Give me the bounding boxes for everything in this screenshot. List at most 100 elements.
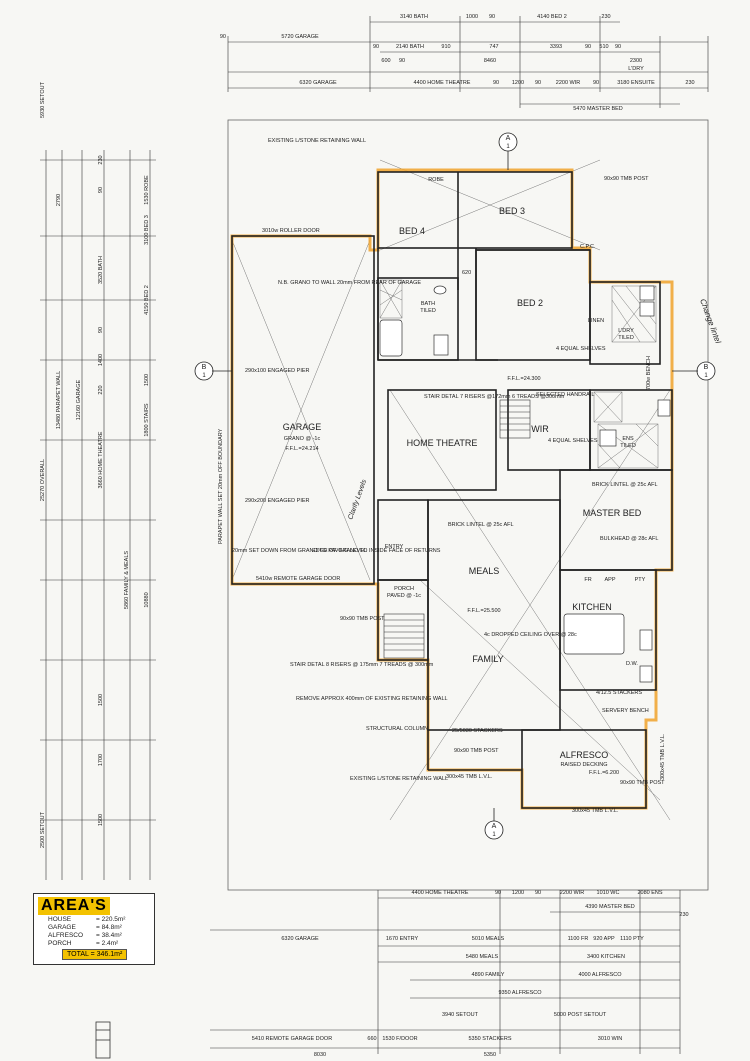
dim-bot-master: 4390 MASTER BED [585,904,635,910]
dim-left-2790: 2790 [56,194,62,206]
note-servery: SERVERY BENCH [602,708,649,714]
dim-bot-meals: 5010 MEALS [472,936,505,942]
ffl-upper: F.F.L.=24.300 [507,376,540,382]
note-stair1: STAIR DETAL 7 RISERS @172mm 6 TREADS @30… [424,394,565,400]
note-tmb-post3: 90x90 TMB POST [454,748,499,754]
dim-top-wir: 2200 WIR [556,80,580,86]
dim-top-r4-90: 90 [493,80,499,86]
dim-left-theatre: 3660 HOME THEATRE [98,431,104,488]
dim-top-ldry: L'DRY [628,66,644,72]
left-dims: 5930 SETOUT 25270 OVERALL 2500 SETOUT 27… [40,81,150,848]
note-setdown: 20mm SET DOWN FROM GRANO TO PAVING LEVEL [232,548,367,554]
room-ldry: L'DRY [618,328,634,334]
bottom-left-tick [95,1021,111,1059]
bottom-dimension-lines [210,890,681,1054]
dim-bot-230: 230 [679,912,688,918]
note-remote-door: 5410w REMOTE GARAGE DOOR [256,576,340,582]
dim-top-master: 5470 MASTER BED [573,106,623,112]
room-home-theatre: HOME THEATRE [407,438,478,448]
note-retaining-top: EXISTING L/STONE RETAINING WALL [268,138,366,144]
dim-left-bed3: 3100 BED 3 [144,215,150,245]
dim-bot-meals2: 5480 MEALS [466,954,499,960]
dim-left-setout-bottom: 2500 SETOUT [40,811,46,848]
dim-left-1400: 1400 [98,354,104,366]
dim-top-3393: 3393 [550,44,562,50]
note-column: STRUCTURAL COLUMN [366,726,428,732]
room-ens: ENS [622,436,634,442]
dim-bot-90: 90 [495,890,501,896]
area-row-value: = 38.4m² [96,932,122,939]
dim-bot-post-setout: 5000 POST SETOUT [554,1012,607,1018]
dim-bot-setout: 3940 SETOUT [442,1012,479,1018]
top-dims: 5720 GARAGE 90 3140 BATH 1000 90 4140 BE… [220,14,695,112]
section-num-b-right: 1 [704,373,708,379]
dim-bot-wir: 2200 WIR [560,890,584,896]
dim-left-1700: 1700 [98,754,104,766]
garage-ffl: F.F.L.=24.214 [285,446,318,452]
area-row-value: = 84.8m² [96,924,122,931]
bathtub [379,319,403,357]
note-roller-door: 3010w ROLLER DOOR [262,228,320,234]
property-boundary [227,119,709,891]
dim-top-r2-90c: 90 [615,44,621,50]
dim-left-bed2: 4150 BED 2 [144,285,150,315]
note-brick-lintel2: BRICK LINTEL @ 25c AFL [592,482,658,488]
dim-top-bath2: 2140 BATH [396,44,424,50]
room-porch: PORCH [394,586,414,592]
pantry-label: PTY [635,577,646,583]
garage-finish: GRANO @ -1c [284,436,321,442]
note-bath-620: 620 [462,270,471,276]
areas-title: AREA'S [38,897,110,915]
area-row: HOUSE = 220.5m² [48,916,148,923]
dim-left-1500c: 1500 [144,374,150,386]
porch-paved: PAVED @ -1c [387,593,421,599]
dim-top-r2-90: 90 [373,44,379,50]
dim-left-stairs: 1800 STAIRS [144,403,150,437]
dim-top-90b: 90 [489,14,495,20]
note-tmb-post1: 90x90 TMB POST [604,176,649,182]
dim-bot-garage: 6320 GARAGE [281,936,319,942]
dim-bot-entry: 1670 ENTRY [386,936,419,942]
section-label-a-bottom: A [492,823,497,830]
section-label-a-top: A [506,135,511,142]
dim-top-garage2: 6320 GARAGE [299,80,337,86]
ens-vanity [657,399,671,417]
area-row: PORCH = 2.4m² [48,940,148,947]
section-num-b-left: 1 [202,373,206,379]
dim-left-1500: 1500 [98,694,104,706]
dim-top-2300: 2300 [630,58,642,64]
dim-bot-fdoor: 1530 F/DOOR [382,1036,417,1042]
dim-top-r2-90b: 90 [585,44,591,50]
room-master-bed: MASTER BED [583,508,642,518]
section-num-a-top: 1 [506,144,510,150]
tiled-areas [379,279,659,469]
note-bench: 700w BENCH [646,356,652,390]
dim-top-r3-90: 90 [399,58,405,64]
note-stackers1: 25/5030 STACKERS [452,728,503,734]
note-pier2: 290x200 ENGAGED PIER [245,498,310,504]
area-row: GARAGE = 84.8m² [48,924,148,931]
area-row-label: PORCH [48,940,72,947]
room-kitchen: KITCHEN [572,602,612,612]
note-tmb-post2: 90x90 TMB POST [340,616,385,622]
note-shelves2: 4 EQUAL SHELVES [548,438,598,444]
room-bed4: BED 4 [399,226,425,236]
note-remove-wall: REMOVE APPROX 400mm OF EXISTING RETAININ… [296,696,448,702]
dim-left-robe: 1530 ROBE [144,175,150,205]
dim-top-747: 747 [489,44,498,50]
dim-top-1000: 1000 [466,14,478,20]
note-lvl2: 300x45 TMB L.V.L. [572,808,619,814]
dim-bot-1200: 1200 [512,890,524,896]
note-edge-grano: EDGE OF GRANO TO INSIDE FACE OF RETURNS [312,548,441,554]
note-dropped-ceiling: 4c DROPPED CEILING OVER @ 28c [484,632,577,638]
note-pier1: 290x100 ENGAGED PIER [245,368,310,374]
dim-top-90: 90 [220,34,226,40]
room-family: FAMILY [472,654,503,664]
trough [639,301,655,317]
note-cpc: C.P.C. [580,244,596,250]
room-bed2: BED 2 [517,298,543,308]
note-tmb-post4: 90x90 TMB POST [620,780,665,786]
ens-tiled: TILED [620,443,636,449]
dim-top-910: 910 [441,44,450,50]
dim-top-230: 230 [601,14,610,20]
